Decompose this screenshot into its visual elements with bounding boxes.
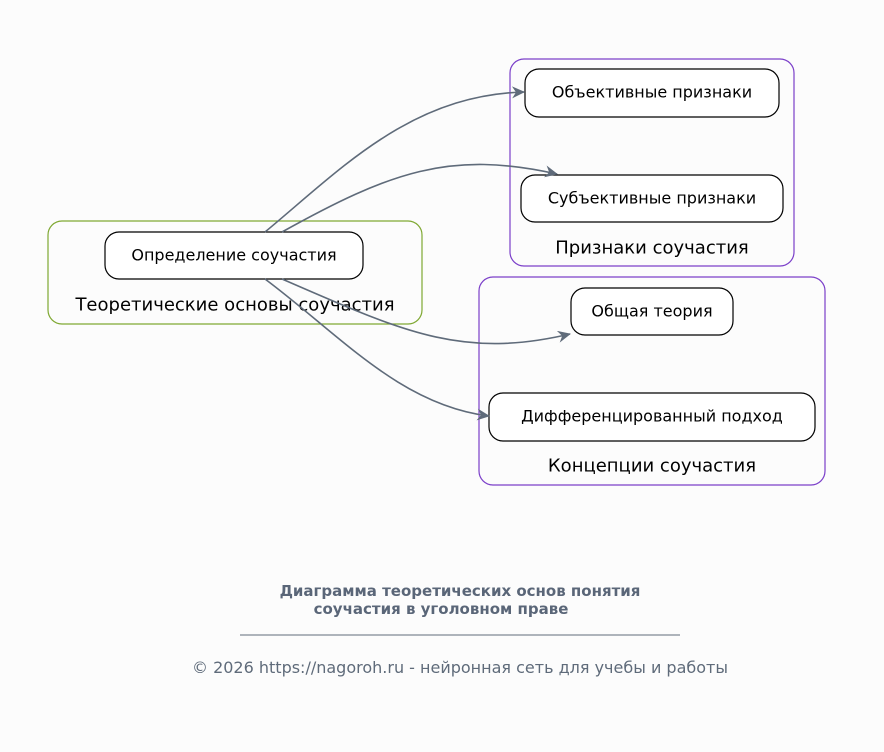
cluster-label: Концепции соучастия bbox=[548, 456, 756, 477]
cluster-theoretical-basis: Теоретические основы соучастия bbox=[47, 220, 423, 325]
node-general-theory[interactable]: Общая теория bbox=[570, 287, 734, 336]
cluster-signs: Признаки соучастия bbox=[509, 58, 795, 267]
diagram-title-line1: Диаграмма теоретических основ понятия bbox=[280, 582, 641, 600]
edge-definition-differentiated bbox=[264, 278, 490, 421]
node-differentiated-approach[interactable]: Дифференцированный подход bbox=[488, 392, 816, 442]
edge-definition-general bbox=[281, 278, 571, 345]
cluster-concepts: Концепции соучастия bbox=[478, 276, 826, 486]
edge-definition-subjective bbox=[281, 163, 558, 233]
node-label: Субъективные признаки bbox=[548, 189, 756, 208]
node-objective-signs[interactable]: Объективные признаки bbox=[524, 68, 780, 118]
node-label: Объективные признаки bbox=[552, 83, 752, 102]
node-label: Общая теория bbox=[591, 302, 712, 321]
footer-copyright: © 2026 https://nagoroh.ru - нейронная се… bbox=[192, 658, 728, 677]
node-label: Определение соучастия bbox=[131, 246, 336, 265]
node-label: Дифференцированный подход bbox=[521, 407, 783, 426]
edge-definition-objective bbox=[264, 86, 525, 233]
diagram-title-line2: соучастия в уголовном праве bbox=[314, 600, 569, 618]
cluster-label: Теоретические основы соучастия bbox=[74, 295, 394, 316]
cluster-label: Признаки соучастия bbox=[555, 238, 748, 259]
node-subjective-signs[interactable]: Субъективные признаки bbox=[520, 174, 784, 223]
node-definition[interactable]: Определение соучастия bbox=[104, 231, 364, 280]
